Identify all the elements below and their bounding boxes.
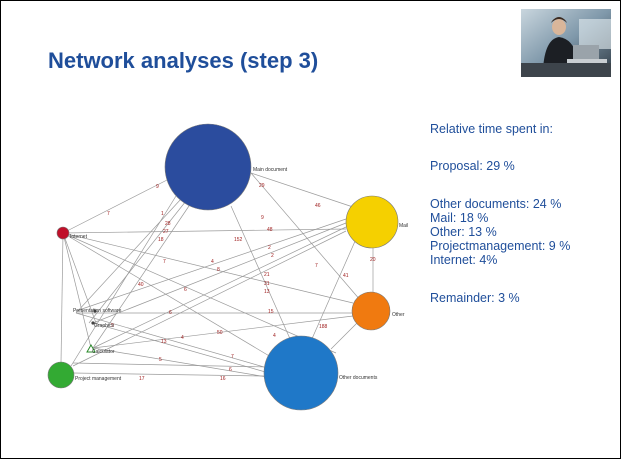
edge-label: 48 <box>267 227 273 233</box>
edge-label: 20 <box>370 257 376 263</box>
proposal-value: Proposal: 29 % <box>430 159 515 173</box>
node-label-graphics: Graphics <box>94 323 115 329</box>
edge <box>92 226 347 349</box>
edge-label: 13 <box>264 289 270 295</box>
edge-label: 2 <box>268 245 271 251</box>
edge-label: 4 <box>211 259 214 265</box>
edge <box>310 238 357 342</box>
edge-label: 40 <box>138 282 144 288</box>
edge <box>62 232 92 349</box>
edge <box>92 347 268 378</box>
edge <box>62 178 170 234</box>
edge-label: 15 <box>268 309 274 315</box>
node-presentation-software <box>93 309 97 313</box>
edge-label: 152 <box>234 237 243 243</box>
edge <box>330 322 358 350</box>
person-at-laptop-image <box>521 9 611 77</box>
remainder-value: Remainder: 3 % <box>430 291 520 305</box>
edge-label: 1 <box>161 211 164 217</box>
edge-label: 9 <box>261 215 264 221</box>
node-label-other: Other <box>392 312 405 318</box>
edge <box>92 315 354 349</box>
edge <box>250 172 354 208</box>
node-main-document <box>164 123 252 211</box>
node-label-main-document: Main document <box>253 167 288 173</box>
edge-label: 7 <box>107 211 110 217</box>
other-documents-value: Other documents: 24 % <box>430 197 562 211</box>
edge-label: 46 <box>315 203 321 209</box>
edge-label: 18 <box>158 237 164 243</box>
edge-label: 17 <box>139 376 145 382</box>
edge-label: 41 <box>343 273 349 279</box>
edge <box>75 218 347 312</box>
network-nodes: Main document Mail Other Other documents… <box>47 123 408 411</box>
edge <box>75 312 272 370</box>
edge <box>62 228 347 234</box>
node-project-management <box>47 361 75 389</box>
edge-label: 7 <box>231 354 234 360</box>
edge-labels: 7 9 29 46 9 48 1 27 18 28 152 7 8 4 40 2… <box>107 183 376 382</box>
edge-label: 6 <box>169 310 172 316</box>
relative-time-panel: Relative time spent in: Proposal: 29 % O… <box>430 122 615 305</box>
edge-label: 16 <box>220 376 226 382</box>
edge-label: 13 <box>161 339 167 345</box>
node-mail <box>345 195 399 249</box>
edge-label: 6 <box>184 287 187 293</box>
edge-label: 4 <box>181 335 184 341</box>
edge <box>70 195 177 367</box>
edge-label: 2 <box>271 253 274 259</box>
node-other <box>351 291 391 331</box>
edge <box>92 322 270 374</box>
node-internet <box>56 226 70 240</box>
node-label-internet: Internet <box>70 234 88 240</box>
node-label-mail: Mail <box>399 223 408 229</box>
edge <box>72 230 347 367</box>
edge <box>62 232 272 358</box>
network-edges <box>60 172 374 378</box>
edge <box>250 172 362 302</box>
edge-label: 6 <box>229 367 232 373</box>
edge <box>88 200 187 324</box>
edge-label: 188 <box>319 324 328 330</box>
projectmanagement-value: Projectmanagement: 9 % <box>430 239 571 253</box>
node-calculator <box>86 343 96 353</box>
edge <box>72 372 265 377</box>
other-value: Other: 13 % <box>430 225 497 239</box>
edge <box>75 198 182 314</box>
edge <box>72 362 270 368</box>
node-label-calculator: Calculator <box>92 349 115 355</box>
edge-label: 9 <box>156 184 159 190</box>
slide-title: Network analyses (step 3) <box>48 48 319 73</box>
edge-label: 8 <box>217 267 220 273</box>
edge-label: 27 <box>163 229 169 235</box>
node-graphics <box>91 321 95 325</box>
edge-label: 50 <box>217 330 223 336</box>
edge <box>230 205 292 342</box>
edge-label: 9 <box>111 323 114 329</box>
relative-time-heading: Relative time spent in: <box>430 122 553 136</box>
node-label-other-documents: Other documents <box>339 375 378 381</box>
node-other-documents <box>263 335 339 411</box>
edge-label: 28 <box>165 221 171 227</box>
mail-value: Mail: 18 % <box>430 211 489 225</box>
node-label-presentation-software: Presentation software <box>73 308 122 314</box>
edge <box>60 232 64 364</box>
presenter-photo <box>521 9 611 77</box>
edge <box>92 202 192 349</box>
edge <box>92 222 347 324</box>
internet-value: Internet: 4% <box>430 253 498 267</box>
edge <box>62 232 354 304</box>
edge-label: 21 <box>264 272 270 278</box>
edge <box>62 232 97 324</box>
edge-label: 7 <box>163 259 166 265</box>
edge <box>62 232 337 354</box>
edge-label: 31 <box>264 281 270 287</box>
node-label-project-management: Project management <box>75 376 122 382</box>
edge-label: 7 <box>315 263 318 269</box>
edge-label: 5 <box>159 357 162 363</box>
edge-label: 4 <box>273 333 276 339</box>
edge-label: 29 <box>259 183 265 189</box>
